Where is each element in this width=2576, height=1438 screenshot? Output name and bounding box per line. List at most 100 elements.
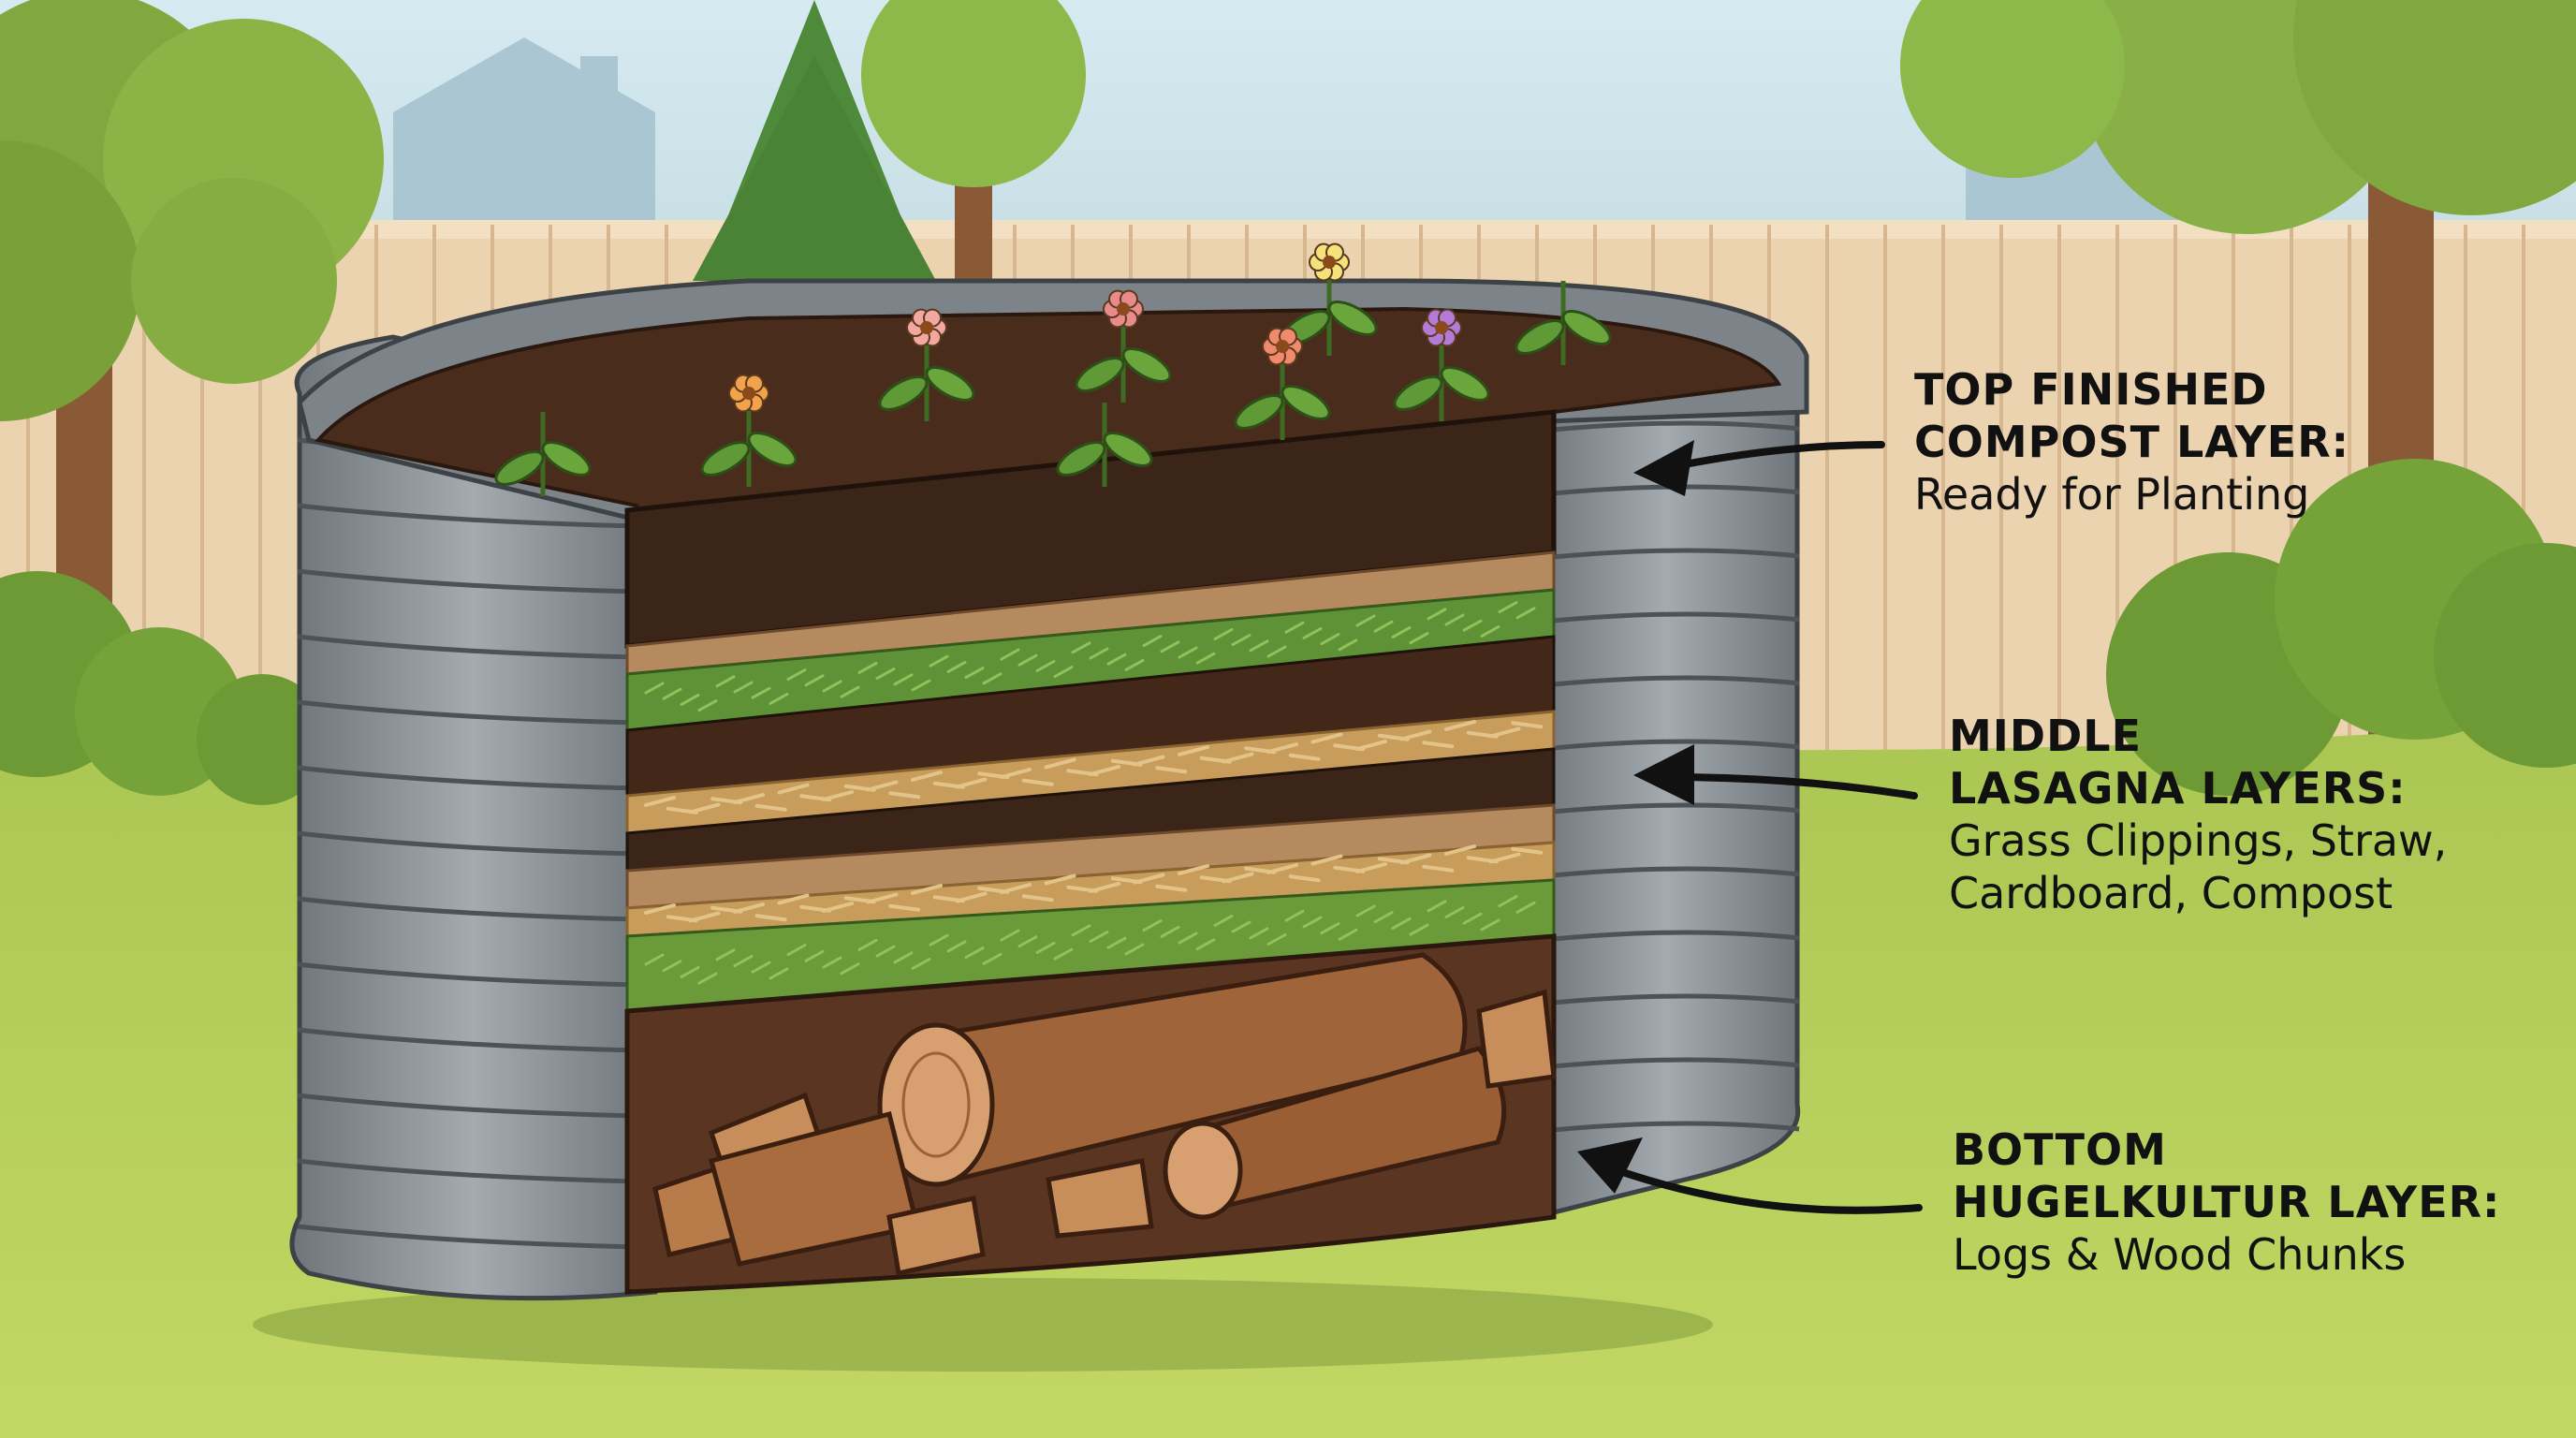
grass-strand	[786, 668, 807, 682]
grass-strand	[1427, 900, 1447, 913]
grass-strand	[946, 660, 967, 673]
rib-line	[297, 830, 647, 857]
label-middle-description-line1: Grass Clippings, Straw,	[1949, 815, 2448, 866]
rib-line	[1544, 866, 1800, 879]
grass-strand	[1106, 653, 1127, 666]
arrow-bottom	[1588, 1157, 1923, 1214]
straw-strand	[1133, 873, 1165, 885]
leaf	[1121, 347, 1172, 383]
callout-arrows	[1588, 441, 1923, 1214]
arrowhead-middle	[1633, 744, 1694, 805]
straw-strand	[688, 911, 721, 923]
straw-strand	[733, 793, 765, 804]
plant	[1515, 281, 1612, 365]
grass-strand	[768, 692, 789, 705]
label-top-description: Ready for Planting	[1914, 469, 2310, 520]
label-bottom-description: Logs & Wood Chunks	[1953, 1229, 2407, 1280]
straw-strand	[911, 884, 943, 895]
straw-strand	[1155, 766, 1188, 774]
hugelkultur-logs	[652, 952, 1557, 1277]
straw-strand	[1266, 742, 1298, 754]
rib-line	[297, 503, 647, 529]
flower-center	[920, 321, 933, 334]
wood-chunk-5	[1046, 1158, 1154, 1239]
rib-line	[1544, 993, 1800, 1006]
grass-strand	[1089, 647, 1109, 660]
grass-strand	[929, 933, 949, 946]
straw-strand	[754, 803, 787, 812]
grass-strand	[1035, 941, 1056, 954]
grass-strand	[1498, 601, 1518, 614]
leaf	[1561, 310, 1612, 345]
grass-strand	[733, 955, 754, 967]
straw-strand	[1021, 778, 1054, 786]
grass-strand	[644, 953, 665, 966]
straw-strand	[888, 903, 921, 912]
straw-strand	[777, 893, 810, 905]
tree-right	[1900, 0, 2576, 786]
leaf	[1234, 394, 1284, 430]
label-top-title-line1: TOP FINISHED	[1914, 364, 2268, 415]
straw-strand	[911, 770, 943, 782]
rib-line	[1544, 675, 1800, 688]
grass-clipping-strands	[644, 601, 1536, 985]
grass-strand	[1017, 935, 1038, 948]
grass-strand	[982, 672, 1003, 685]
straw-strand	[1288, 874, 1321, 883]
rib-line	[297, 1027, 647, 1053]
straw-strand	[955, 777, 988, 789]
grass-strand	[1160, 925, 1180, 938]
straw-strand	[955, 891, 988, 903]
grass-strand	[804, 949, 825, 962]
grass-strand	[1302, 626, 1323, 639]
grass-strand	[840, 685, 860, 698]
grass-strand	[1071, 641, 1091, 654]
grass-strand	[1178, 932, 1198, 945]
label-bottom-title-line2: HUGELKULTUR LAYER:	[1953, 1177, 2501, 1227]
chimney	[580, 56, 618, 112]
straw-strand	[1355, 862, 1387, 873]
straw-strand	[1488, 852, 1521, 864]
grass-strand	[1515, 607, 1536, 620]
grass-strand	[822, 680, 842, 693]
straw-strand	[644, 796, 676, 807]
straw-strand	[688, 802, 721, 814]
straw-strand	[1000, 883, 1032, 894]
leaf	[1103, 432, 1153, 467]
grass-strand	[662, 687, 682, 700]
arrowhead-bottom	[1577, 1137, 1643, 1194]
label-middle-lasagna: MIDDLE LASAGNA LAYERS: Grass Clippings, …	[1949, 710, 2447, 919]
grass-strand	[715, 675, 736, 688]
grass-strand	[875, 668, 896, 681]
label-bottom-title-line1: BOTTOM	[1953, 1124, 2167, 1175]
rib-line	[297, 896, 647, 922]
grass-strand	[1266, 645, 1287, 658]
straw-strand	[1511, 721, 1544, 729]
label-top-title-line2: COMPOST LAYER:	[1914, 417, 2350, 467]
rib-line	[1544, 739, 1800, 752]
leaf	[541, 441, 592, 477]
straw-strand	[1399, 853, 1432, 865]
straw-strand	[822, 902, 854, 913]
grass-strand	[804, 674, 825, 687]
straw-strand	[1155, 884, 1188, 892]
straw-strand	[888, 791, 921, 800]
grass-strand	[1302, 916, 1323, 929]
flower-center	[1435, 321, 1448, 334]
grass-strand	[1106, 936, 1127, 949]
grass-strand	[1195, 652, 1216, 665]
arrowheads	[1577, 440, 1694, 1194]
label-bottom-hugelkultur: BOTTOM HUGELKULTUR LAYER: Logs & Wood Ch…	[1953, 1123, 2500, 1281]
wood-chunk-6	[1476, 989, 1557, 1089]
grass-strand	[1142, 635, 1163, 648]
straw-strand	[733, 902, 765, 914]
leaf	[700, 441, 751, 477]
grass-strand	[1480, 918, 1500, 932]
grass-strand	[1480, 624, 1500, 638]
straw-strand	[1511, 846, 1544, 855]
grass-strand	[1000, 648, 1020, 661]
grass-strand	[786, 944, 807, 957]
grass-strand	[1071, 924, 1091, 937]
plant	[878, 308, 975, 421]
rib-line	[297, 961, 647, 988]
